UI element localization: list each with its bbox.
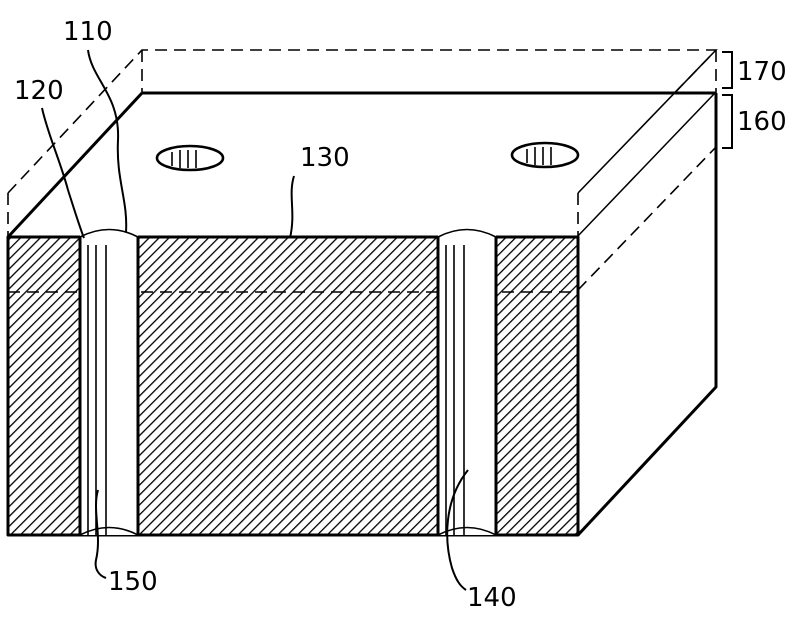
bracket-160 [722,95,732,148]
bracket-170 [722,52,732,88]
hole-left [157,146,223,170]
hole-right [512,143,578,167]
label-150: 150 [108,567,158,597]
label-120: 120 [14,76,64,106]
label-140: 140 [467,583,517,613]
label-160: 160 [737,107,787,137]
trench-left [80,230,138,536]
trench-right [438,230,496,536]
label-110: 110 [63,17,113,47]
label-170: 170 [737,57,787,87]
label-130: 130 [300,143,350,173]
